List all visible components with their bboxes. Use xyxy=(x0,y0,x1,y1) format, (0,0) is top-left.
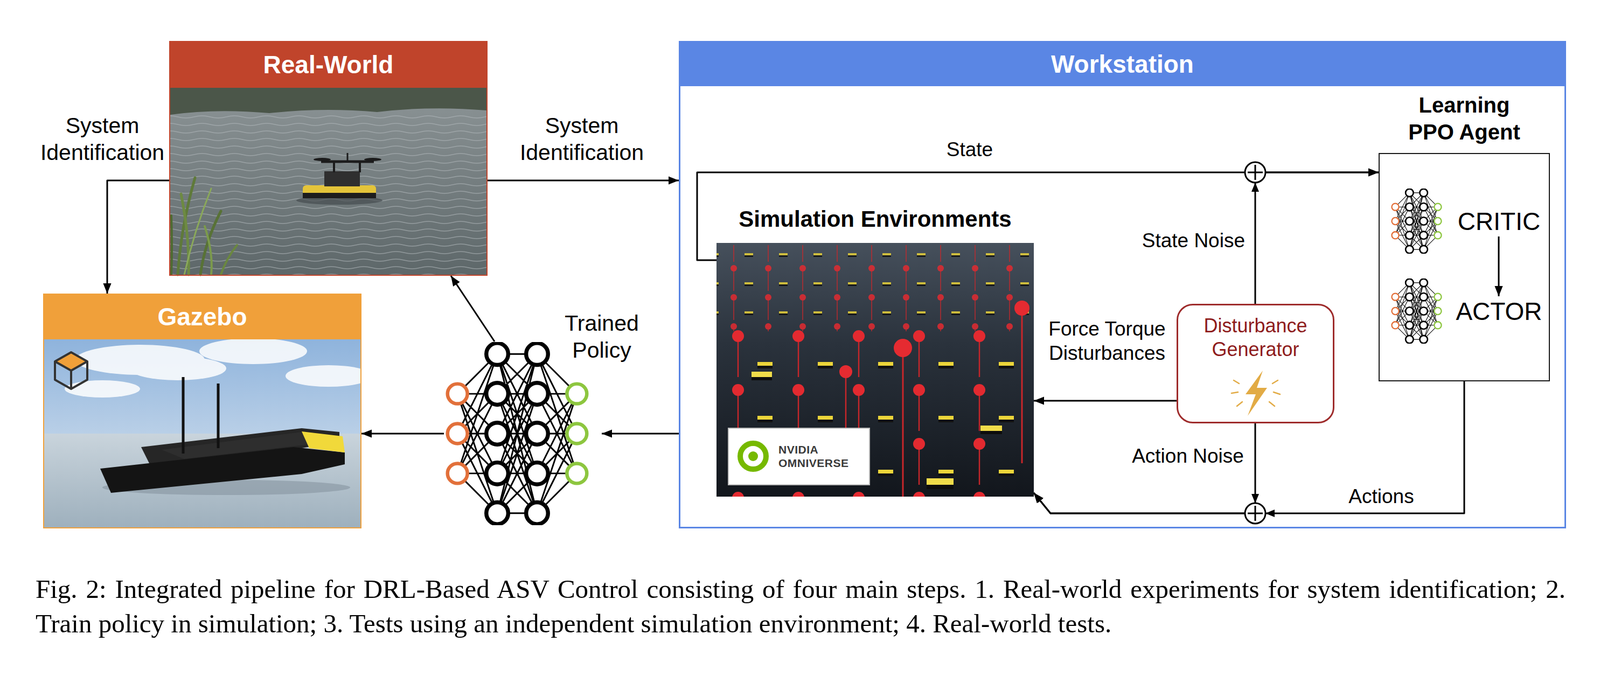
critic-network-icon xyxy=(1391,189,1442,254)
policy-label: Trained Policy xyxy=(555,309,648,364)
edge-label-wrap: System Identification xyxy=(32,112,173,166)
real-world-panel: Real-World xyxy=(169,40,488,276)
tree-line xyxy=(170,86,487,115)
generator-title: Disturbance Generator xyxy=(1178,314,1333,362)
simulation-box: Simulation Environments xyxy=(716,204,1034,497)
edge-label-wrap: State xyxy=(915,137,1024,162)
ppo-agent-box: Learning PPO AgentCRITIC ACTOR xyxy=(1378,91,1550,382)
panel-header: Workstation xyxy=(680,42,1565,87)
figure-caption-wrap: Fig. 2: Integrated pipeline for DRL-Base… xyxy=(35,572,1566,642)
panel-header: Real-World xyxy=(170,42,487,88)
simulation-render xyxy=(716,242,1034,497)
gazebo-logo xyxy=(54,352,88,389)
connector-arrow xyxy=(1033,400,1177,402)
edge-label: Action Noise xyxy=(1125,444,1250,469)
panel-title: Workstation xyxy=(1051,42,1194,87)
gazebo-render xyxy=(44,338,372,528)
sum-junction xyxy=(1244,162,1266,192)
logo-text-wrap: NVIDIA OMNIVERSE xyxy=(778,442,865,470)
connector-arrow xyxy=(1033,423,1256,514)
logo-text: NVIDIA OMNIVERSE xyxy=(778,442,865,470)
connector-arrow xyxy=(107,180,170,294)
policy-network-icon xyxy=(447,343,588,525)
edge-label: Force Torque Disturbances xyxy=(1047,316,1167,366)
connector-arrow xyxy=(601,433,679,435)
lightning-icon xyxy=(1231,370,1280,416)
actor-network-icon xyxy=(1391,279,1442,344)
network-name: ACTOR xyxy=(1451,296,1547,327)
edge-label-wrap: Actions xyxy=(1327,484,1436,509)
trained-policy-network: Trained Policy xyxy=(443,341,602,523)
gazebo-panel: Gazebo xyxy=(43,293,362,529)
critic-network: CRITIC xyxy=(1451,206,1547,237)
edge-label-wrap: Force Torque Disturbances xyxy=(1047,316,1167,366)
omniverse-logo xyxy=(728,428,870,485)
figure-caption: Fig. 2: Integrated pipeline for DRL-Base… xyxy=(35,572,1566,642)
asv-boat xyxy=(296,152,383,205)
edge-label-wrap: State Noise xyxy=(1109,228,1245,253)
actor-network: ACTOR xyxy=(1451,296,1547,327)
edge-label: Actions xyxy=(1327,484,1436,509)
reeds xyxy=(171,177,238,275)
panel-title: Gazebo xyxy=(157,294,247,340)
edge-label: System Identification xyxy=(32,112,173,166)
connector-arrow xyxy=(1033,381,1465,514)
buoy-field-near xyxy=(716,323,1034,497)
network-name: CRITIC xyxy=(1451,206,1547,237)
connector-arrow xyxy=(487,179,679,182)
panel-header: Gazebo xyxy=(44,294,361,340)
agent-heading: Learning PPO Agent xyxy=(1399,91,1529,146)
edge-label: System Identification xyxy=(511,112,652,166)
connector-arrow xyxy=(1255,172,1379,304)
section-heading: Simulation Environments xyxy=(716,204,1034,234)
connector-arrow xyxy=(1498,236,1500,297)
sum-junction xyxy=(1244,494,1275,524)
connector-arrow xyxy=(361,433,444,435)
edge-label-wrap: System Identification xyxy=(511,112,652,166)
policy-label-wrap: Trained Policy xyxy=(555,309,648,364)
lake-water xyxy=(170,86,487,275)
edge-label: State Noise xyxy=(1109,228,1245,253)
connector-arrow xyxy=(450,275,495,342)
edge-label: State xyxy=(915,137,1024,162)
panel-title: Real-World xyxy=(263,42,394,88)
sim-water xyxy=(716,242,1034,497)
catamaran xyxy=(100,377,351,496)
water-ripples xyxy=(170,115,487,275)
lake-photo xyxy=(170,86,487,275)
edge-label-wrap: Action Noise xyxy=(1125,444,1250,469)
buoy-field-far xyxy=(716,245,1034,332)
disturbance-box: Disturbance Generator xyxy=(1176,303,1335,424)
agent-border xyxy=(1378,152,1550,382)
